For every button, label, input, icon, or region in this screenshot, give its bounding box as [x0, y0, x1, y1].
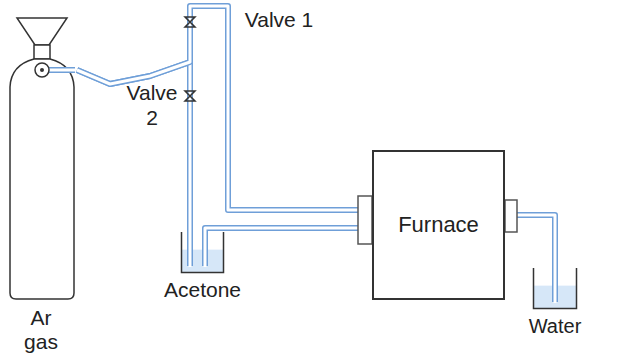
valve-label: Valve 2: [124, 80, 180, 130]
part-label: Water: [529, 314, 582, 338]
node-text: Furnace: [398, 212, 479, 238]
valve-label: Valve 1: [234, 7, 324, 32]
valve-symbol: [185, 91, 195, 101]
valve-symbol: [185, 17, 195, 27]
acetone-beaker-outline: [180, 232, 225, 274]
water-beaker-outline: [532, 268, 578, 310]
furnace-box: Furnace: [372, 150, 505, 300]
part-label: Ar gas: [17, 306, 65, 354]
acetone-beaker: Acetone: [180, 232, 225, 274]
gas-tube: [77, 62, 190, 232]
furnace-flange: [505, 200, 517, 232]
gas-cylinder: Ar gas: [5, 15, 77, 302]
gas-tube: [205, 228, 372, 232]
part-label: Acetone: [164, 278, 241, 302]
water-beaker: Water: [532, 268, 578, 310]
furnace-flange: [358, 196, 372, 244]
gas-cylinder-outline: [5, 15, 77, 302]
gas-tube: [77, 6, 372, 210]
